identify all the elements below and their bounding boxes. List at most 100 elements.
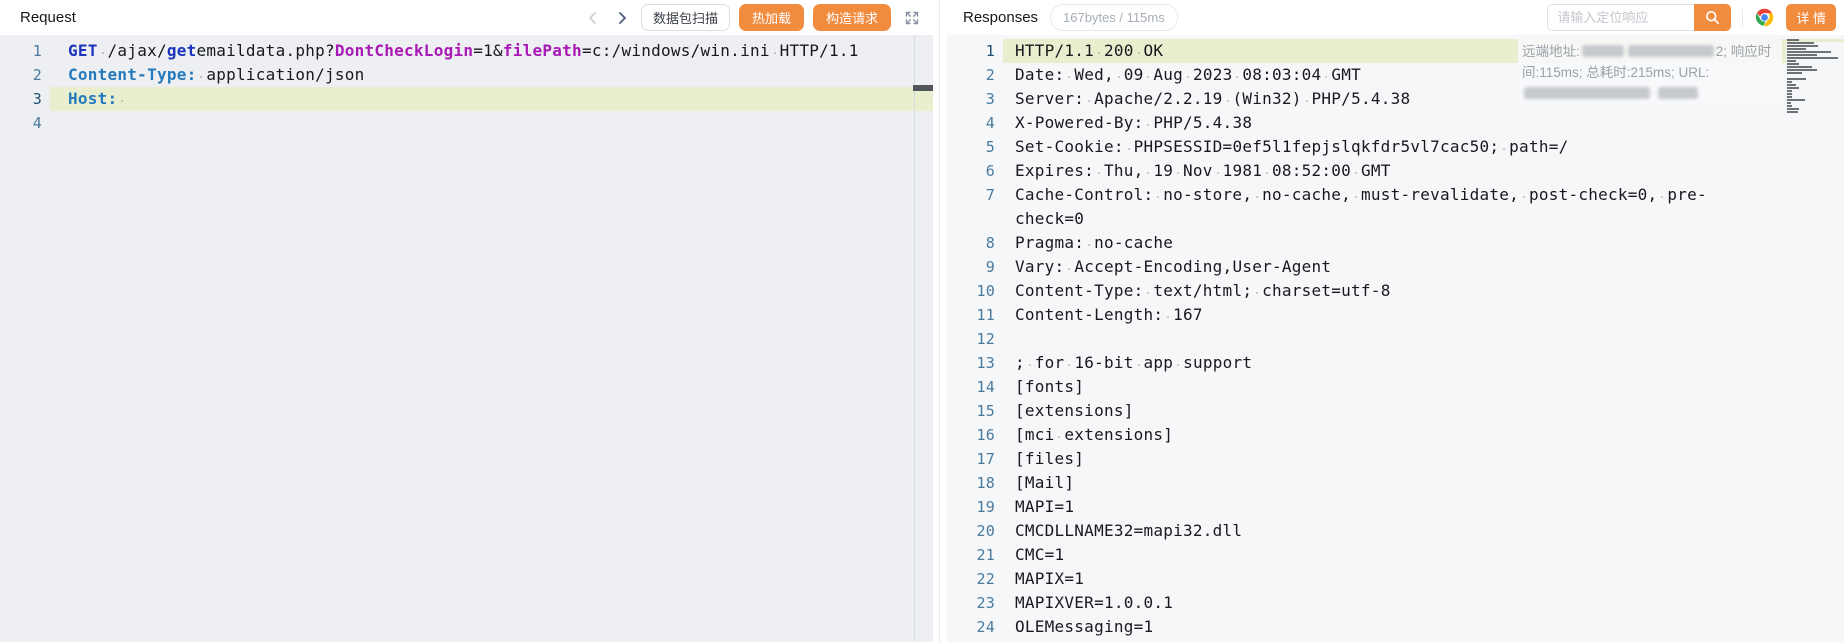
minimap-line [1786, 105, 1844, 108]
code-line: 3 Host: [0, 87, 933, 111]
line-content[interactable]: [Mail] [1003, 471, 1786, 495]
line-content[interactable]: Content-Type: application/json [50, 63, 933, 87]
line-content[interactable]: Expires: Thu, 19 Nov 1981 08:52:00 GMT [1003, 159, 1786, 183]
line-text: Server: Apache/2.2.19 (Win32) PHP/5.4.38 [1015, 89, 1411, 108]
line-content[interactable]: CMCDLLNAME32=mapi32.dll [1003, 519, 1786, 543]
next-request-button[interactable] [612, 8, 632, 28]
whitespace-dot [1134, 353, 1144, 372]
line-content[interactable]: [extensions] [1003, 399, 1786, 423]
minimap-line-bar [1787, 57, 1838, 59]
minimap-line-bar [1787, 90, 1792, 92]
line-content[interactable]: [files] [1003, 447, 1786, 471]
packet-scan-button[interactable]: 数据包扫描 [640, 4, 730, 31]
line-content[interactable]: MAPIX=1 [1003, 567, 1786, 591]
line-content[interactable]: Date: Wed, 09 Aug 2023 08:03:04 GMT [1003, 63, 1786, 87]
line-number: 17 [976, 450, 995, 468]
search-button[interactable] [1694, 4, 1732, 31]
detail-button[interactable]: 详 情 [1786, 4, 1836, 31]
code-line: 4 [0, 111, 933, 135]
panel-divider[interactable] [933, 0, 947, 642]
response-minimap[interactable] [1786, 39, 1844, 114]
whitespace-dot [1064, 65, 1074, 84]
prev-request-button[interactable] [583, 8, 603, 28]
search-input[interactable] [1547, 4, 1695, 31]
line-content[interactable]: Vary: Accept-Encoding,User-Agent [1003, 255, 1786, 279]
line-content[interactable]: GET /ajax/getemaildata.php?DontCheckLogi… [50, 39, 933, 63]
line-text: CMCDLLNAME32=mapi32.dll [1015, 521, 1243, 540]
request-toolbar: 数据包扫描 热加载 构造请求 [583, 4, 921, 31]
code-line: 18[Mail] [947, 471, 1786, 495]
minimap-line-bar [1787, 93, 1792, 95]
line-content[interactable]: ; for 16-bit app support [1003, 351, 1786, 375]
line-content[interactable]: Cache-Control: no-store, no-cache, must-… [1003, 183, 1786, 231]
token-kw: GET [68, 41, 98, 60]
line-content[interactable]: Set-Cookie: PHPSESSID=0ef5l1fepjslqkfdr5… [1003, 135, 1786, 159]
minimap-line-bar [1787, 39, 1799, 41]
line-number: 2 [985, 66, 995, 84]
line-content[interactable]: X-Powered-By: PHP/5.4.38 [1003, 111, 1786, 135]
line-content[interactable]: Content-Type: text/html; charset=utf-8 [1003, 279, 1786, 303]
whitespace-dot [98, 41, 108, 60]
line-content[interactable] [1003, 327, 1786, 351]
minimap-line-bar [1787, 54, 1817, 56]
line-content[interactable]: Content-Length: 167 [1003, 303, 1786, 327]
whitespace-dot [1252, 281, 1262, 300]
line-content[interactable]: [fonts] [1003, 375, 1786, 399]
code-line: 22 MAPIX=1 [947, 567, 1786, 591]
line-content[interactable]: Pragma: no-cache [1003, 231, 1786, 255]
minimap-line [1786, 69, 1844, 72]
minimap-line-bar [1787, 48, 1806, 50]
minimap-line [1786, 66, 1844, 69]
minimap-line [1786, 63, 1844, 66]
whitespace-dot [1124, 137, 1134, 156]
line-content[interactable]: CMC=1 [1003, 543, 1786, 567]
whitespace-dot [1321, 65, 1331, 84]
line-text: [files] [1015, 449, 1085, 468]
line-number: 11 [976, 306, 995, 324]
token-text: =1& [473, 41, 503, 60]
request-title: Request [20, 9, 76, 26]
line-number: 22 [976, 570, 995, 588]
line-content[interactable] [50, 111, 933, 135]
line-content[interactable]: [mci extensions] [1003, 423, 1786, 447]
line-text: GET /ajax/getemaildata.php?DontCheckLogi… [68, 39, 933, 63]
hot-reload-button[interactable]: 热加载 [738, 4, 804, 31]
line-text: X-Powered-By: PHP/5.4.38 [1015, 113, 1253, 132]
request-scrollbar-track[interactable] [914, 35, 915, 642]
line-number: 15 [976, 402, 995, 420]
minimap-line [1786, 81, 1844, 84]
line-number: 3 [32, 90, 42, 108]
line-text: Date: Wed, 09 Aug 2023 08:03:04 GMT [1015, 65, 1361, 84]
whitespace-dot [1213, 161, 1223, 180]
construct-request-button[interactable]: 构造请求 [812, 4, 891, 31]
response-timing-text: 2; 响应时间:115ms; 总耗时:215ms; URL: [1522, 44, 1772, 80]
expand-request-button[interactable] [903, 9, 921, 27]
line-text: Content-Type: text/html; charset=utf-8 [1015, 281, 1391, 300]
remote-address-label: 远端地址: [1522, 44, 1580, 59]
line-content[interactable]: OLEMessaging=1 [1003, 615, 1786, 639]
line-number: 4 [32, 114, 42, 132]
line-content[interactable]: MAPI=1 [1003, 495, 1786, 519]
minimap-line-bar [1787, 87, 1799, 89]
line-content[interactable]: Server: Apache/2.2.19 (Win32) PHP/5.4.38 [1003, 87, 1786, 111]
line-content[interactable]: Host: [50, 87, 933, 111]
minimap-line-bar [1787, 63, 1799, 65]
request-scrollbar-marker[interactable] [913, 85, 933, 91]
minimap-line [1786, 39, 1844, 42]
response-size-time-badge: 167bytes / 115ms [1050, 4, 1178, 31]
chrome-browser-icon[interactable] [1754, 7, 1775, 28]
minimap-line [1786, 60, 1844, 63]
code-line: 15 [extensions] [947, 399, 1786, 423]
minimap-line [1786, 108, 1844, 111]
line-text: Set-Cookie: PHPSESSID=0ef5l1fepjslqkfdr5… [1015, 137, 1569, 156]
line-number: 13 [976, 354, 995, 372]
locate-response-search [1547, 4, 1732, 31]
line-content[interactable]: MAPIXVER=1.0.0.1 [1003, 591, 1786, 615]
token-text [117, 89, 127, 108]
whitespace-dot [1351, 185, 1361, 204]
minimap-line [1786, 87, 1844, 90]
